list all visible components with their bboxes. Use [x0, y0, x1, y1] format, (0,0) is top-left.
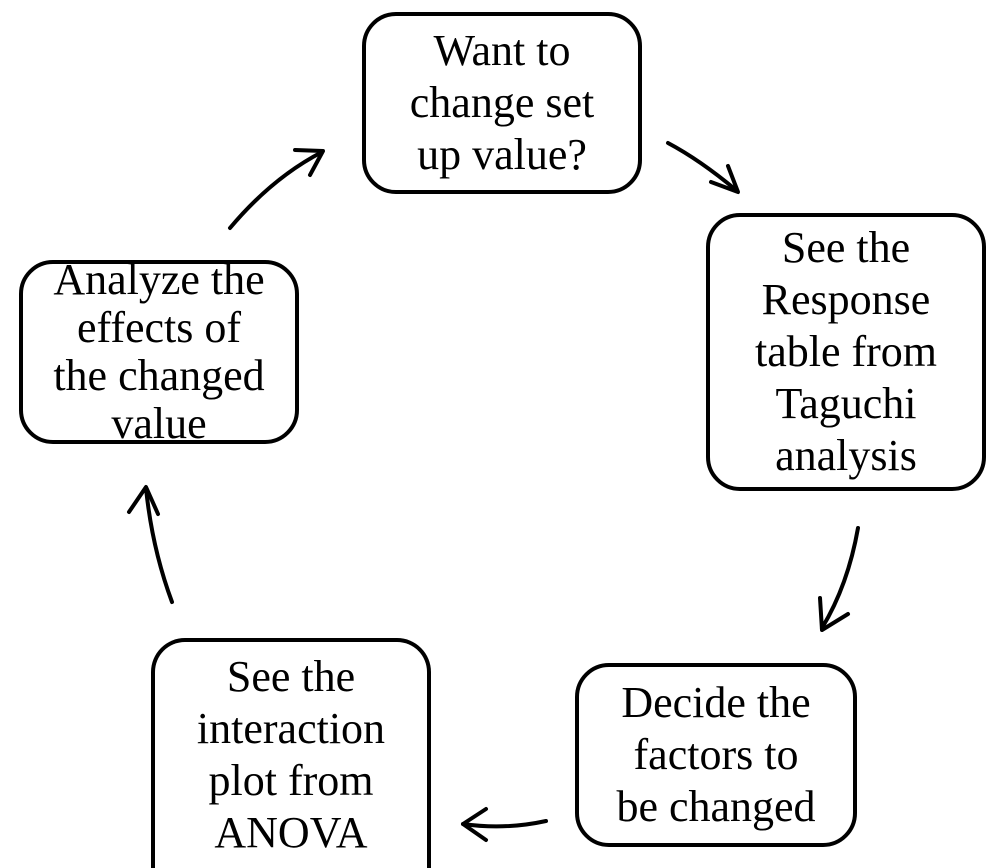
node-response-table-label: See the Response table from Taguchi anal… — [754, 223, 938, 480]
node-decide-factors: Decide the factors to be changed — [575, 663, 857, 847]
node-interaction-plot-label: See the interaction plot from ANOVA — [196, 652, 386, 857]
node-analyze-effects-label: Analyze the effects of the changed value — [53, 255, 265, 448]
arrow-analyze-to-want — [228, 148, 325, 230]
node-response-table: See the Response table from Taguchi anal… — [706, 213, 986, 491]
node-decide-factors-label: Decide the factors to be changed — [616, 678, 816, 831]
arrow-decide-to-interaction — [461, 807, 548, 842]
arrow-want-to-response — [666, 141, 740, 194]
node-interaction-plot: See the interaction plot from ANOVA — [151, 638, 431, 868]
node-want-to-change: Want to change set up value? — [362, 12, 642, 194]
arrow-interaction-to-analyze — [127, 485, 174, 604]
arrow-response-to-decide — [818, 526, 860, 632]
node-analyze-effects: Analyze the effects of the changed value — [19, 256, 299, 448]
node-want-to-change-label: Want to change set up value? — [409, 26, 595, 179]
